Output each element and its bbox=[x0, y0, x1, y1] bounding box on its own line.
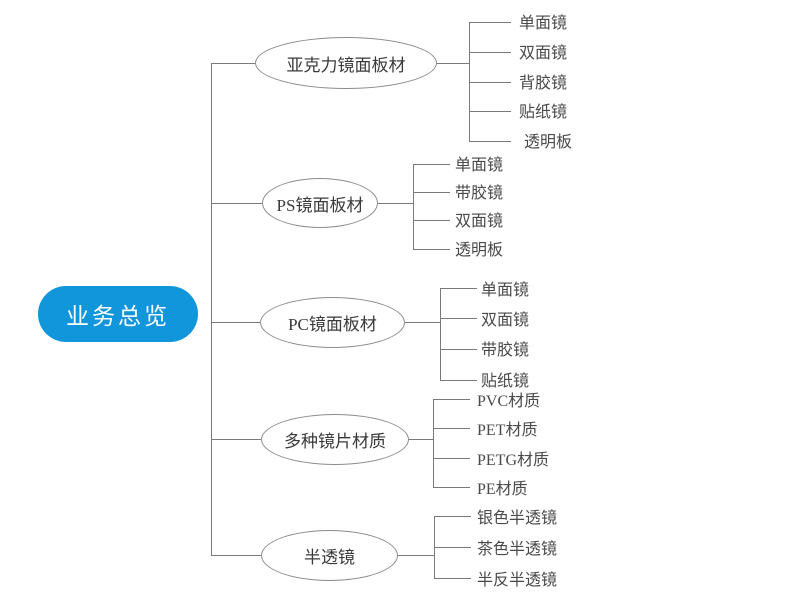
branch-node-3-label: PC镜面板材 bbox=[288, 315, 377, 334]
branch-1-leaf-stub-2 bbox=[469, 52, 511, 53]
branch-node-5-label: 半透镜 bbox=[304, 548, 355, 567]
branch-node-4[interactable]: 多种镜片材质 bbox=[261, 414, 409, 465]
branch-node-2[interactable]: PS镜面板材 bbox=[262, 178, 378, 228]
branch-node-1-label: 亚克力镜面板材 bbox=[286, 55, 406, 75]
leaf-label[interactable]: PETG材质 bbox=[477, 452, 550, 469]
trunk-stub-5 bbox=[211, 555, 261, 556]
branch-2-leaf-stub-2 bbox=[413, 192, 450, 193]
leaf-label[interactable]: 双面镜 bbox=[481, 312, 530, 329]
leaf-label[interactable]: 单面镜 bbox=[519, 15, 568, 32]
trunk-stub-1 bbox=[211, 63, 255, 64]
branch-2-leaf-stub-4 bbox=[413, 249, 450, 250]
branch-3-bracket bbox=[440, 288, 441, 380]
leaf-label[interactable]: 背胶镜 bbox=[519, 75, 568, 92]
branch-3-connector bbox=[405, 322, 440, 323]
leaf-label[interactable]: 透明板 bbox=[455, 242, 504, 259]
leaf-label[interactable]: 双面镜 bbox=[455, 213, 504, 230]
root-node-label: 业务总览 bbox=[66, 304, 170, 329]
branch-1-leaf-stub-4 bbox=[469, 111, 511, 112]
branch-node-4-label: 多种镜片材质 bbox=[284, 432, 386, 451]
leaf-label[interactable]: 贴纸镜 bbox=[519, 104, 568, 121]
leaf-label[interactable]: 单面镜 bbox=[481, 282, 530, 299]
branch-5-connector bbox=[398, 555, 434, 556]
branch-1-bracket bbox=[469, 22, 470, 141]
trunk-stub-2 bbox=[211, 203, 262, 204]
leaf-label[interactable]: 透明板 bbox=[524, 134, 573, 151]
branch-4-leaf-stub-4 bbox=[433, 487, 470, 488]
branch-2-connector bbox=[378, 203, 413, 204]
leaf-label[interactable]: 半反半透镜 bbox=[477, 572, 558, 589]
branch-2-leaf-stub-3 bbox=[413, 220, 450, 221]
trunk-stub-4 bbox=[211, 439, 261, 440]
branch-5-leaf-stub-3 bbox=[434, 578, 471, 579]
root-node[interactable]: 业务总览 bbox=[38, 286, 198, 342]
branch-1-connector bbox=[437, 63, 469, 64]
leaf-label[interactable]: 带胶镜 bbox=[455, 185, 504, 202]
branch-5-leaf-stub-2 bbox=[434, 547, 471, 548]
branch-4-leaf-stub-1 bbox=[433, 399, 470, 400]
leaf-label[interactable]: PVC材质 bbox=[477, 393, 541, 410]
leaf-label[interactable]: PET材质 bbox=[477, 422, 538, 439]
branch-2-leaf-stub-1 bbox=[413, 164, 450, 165]
branch-1-leaf-stub-1 bbox=[469, 22, 511, 23]
branch-node-2-label: PS镜面板材 bbox=[276, 195, 364, 215]
leaf-label[interactable]: 带胶镜 bbox=[481, 342, 530, 359]
leaf-label[interactable]: 单面镜 bbox=[455, 157, 504, 174]
branch-2-bracket bbox=[413, 164, 414, 249]
branch-1-leaf-stub-5 bbox=[469, 141, 511, 142]
branch-1-leaf-stub-3 bbox=[469, 82, 511, 83]
branch-3-leaf-stub-4 bbox=[440, 380, 477, 381]
branch-4-leaf-stub-2 bbox=[433, 428, 470, 429]
branch-4-leaf-stub-3 bbox=[433, 458, 470, 459]
leaf-label[interactable]: 贴纸镜 bbox=[481, 373, 530, 390]
leaf-label[interactable]: PE材质 bbox=[477, 481, 528, 498]
branch-3-leaf-stub-2 bbox=[440, 318, 477, 319]
leaf-label[interactable]: 双面镜 bbox=[519, 45, 568, 62]
trunk-stub-3 bbox=[211, 322, 262, 323]
branch-3-leaf-stub-3 bbox=[440, 349, 477, 350]
branch-4-connector bbox=[409, 439, 433, 440]
branch-4-bracket bbox=[433, 399, 434, 487]
branch-node-1[interactable]: 亚克力镜面板材 bbox=[255, 37, 437, 89]
branch-node-5[interactable]: 半透镜 bbox=[261, 530, 398, 581]
branch-5-leaf-stub-1 bbox=[434, 516, 471, 517]
branch-3-leaf-stub-1 bbox=[440, 288, 477, 289]
leaf-label[interactable]: 银色半透镜 bbox=[477, 510, 558, 527]
branch-node-3[interactable]: PC镜面板材 bbox=[260, 297, 405, 348]
trunk-line bbox=[211, 63, 212, 556]
leaf-label[interactable]: 茶色半透镜 bbox=[477, 541, 558, 558]
